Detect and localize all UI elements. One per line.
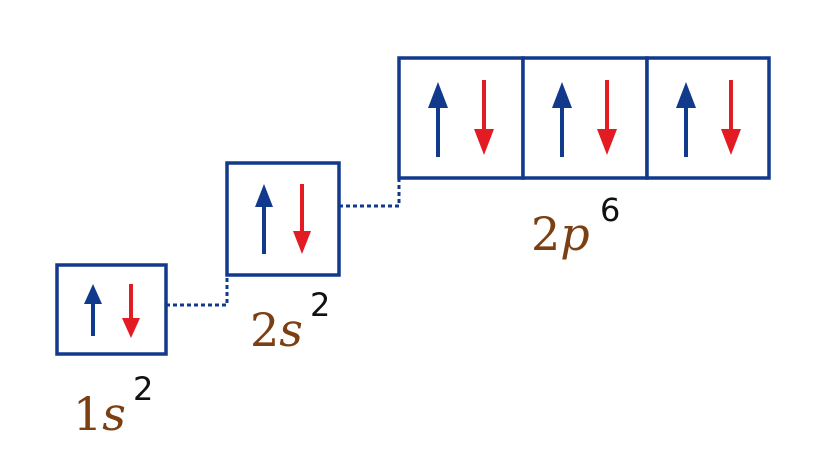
orbital-2p-2-spins [552,80,617,157]
label-subshell-letter: s [279,303,303,357]
subshell-electron-count-1s: 2 [133,370,153,408]
orbital-2s-1-spins [255,184,311,254]
arrow-up-icon [428,82,448,108]
orbital-box-2p-3 [645,56,771,180]
orbital-2p-3-spins [676,80,741,157]
arrow-up-icon [255,184,273,207]
subshell-electron-count-2p: 6 [600,191,620,229]
subshell-label-2s: 2s [250,303,303,357]
arrow-down-icon [474,129,494,155]
orbital-2p-1-spins [428,80,494,157]
label-shell-number: 2 [250,303,279,357]
label-subshell-letter: s [102,387,126,441]
arrow-up-icon [676,82,696,108]
orbital-box-2s-1 [225,161,341,277]
arrow-down-icon [122,318,140,338]
orbital-1s-1-spins [84,284,140,338]
orbital-box-1s-1 [55,263,168,356]
label-shell-number: 2 [531,207,560,261]
subshell-label-1s: 1s [73,387,126,441]
subshell-2p: 2p 6 [397,56,771,261]
orbital-box-2p-1 [397,56,525,180]
connector-1s-2s [166,276,229,307]
arrow-down-icon [721,129,741,155]
arrow-down-icon [293,231,311,254]
arrow-down-icon [597,129,617,155]
subshell-2s: 2s 2 [225,161,341,357]
connector-2s-2p [339,178,401,208]
subshell-1s: 1s 2 [55,263,168,441]
orbital-box-2p-2 [521,56,649,180]
subshell-electron-count-2s: 2 [310,286,330,324]
label-shell-number: 1 [73,387,102,441]
label-subshell-letter: p [560,207,589,261]
arrow-up-icon [84,284,102,304]
subshell-label-2p: 2p [531,207,590,261]
arrow-up-icon [552,82,572,108]
